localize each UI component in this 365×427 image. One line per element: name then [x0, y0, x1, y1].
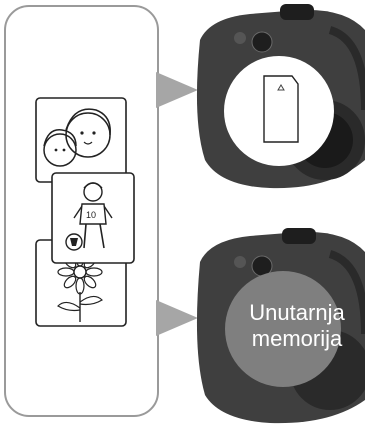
photo-card-children: [35, 97, 127, 183]
internal-memory-label-line2: memorija: [251, 326, 343, 351]
internal-memory-label-line1: Unutarnja: [249, 300, 345, 325]
svg-text:10: 10: [86, 210, 96, 220]
internal-memory-label: Unutarnja memorija: [222, 300, 365, 352]
photo-card-soccer: 10: [51, 172, 135, 264]
arrow-right-icon: [156, 300, 198, 336]
camera-top: [196, 4, 365, 189]
memory-card-icon: [263, 75, 299, 143]
internal-memory-circle: [225, 271, 341, 387]
arrow-right-icon: [156, 72, 198, 108]
camera-bottom: [196, 228, 365, 424]
